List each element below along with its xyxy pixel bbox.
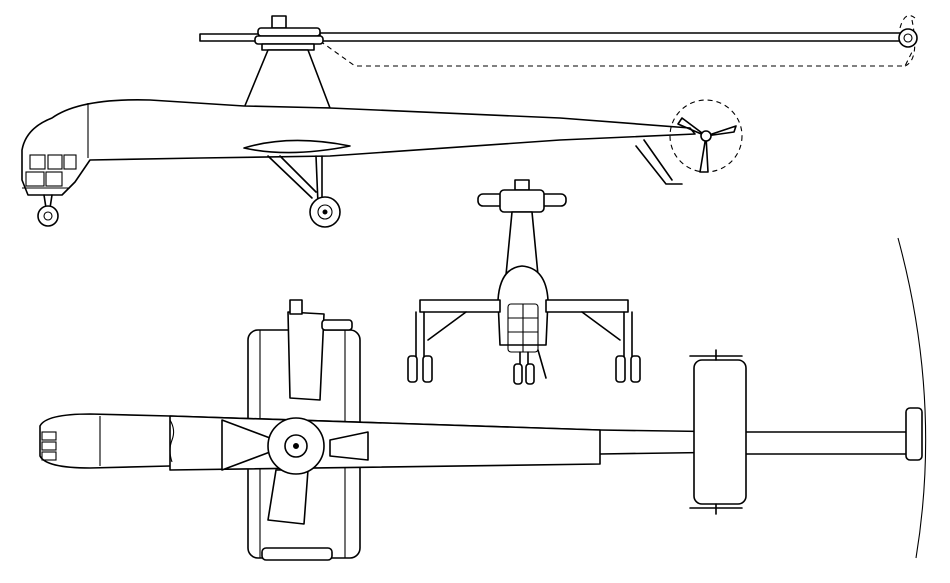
side-fuselage xyxy=(21,99,696,196)
top-rotor-hub xyxy=(267,417,325,475)
top-view xyxy=(39,237,927,561)
top-tailplane xyxy=(693,359,747,505)
top-tail-boom xyxy=(739,431,911,455)
side-main-gear xyxy=(267,155,341,228)
top-tail-rotor xyxy=(689,349,923,515)
side-pod xyxy=(243,139,351,154)
side-cockpit xyxy=(22,154,77,189)
side-tail-skid xyxy=(635,139,683,185)
front-rotor-hub xyxy=(499,179,545,213)
front-view xyxy=(407,179,641,385)
front-wing xyxy=(419,299,629,313)
front-nose-gear xyxy=(513,349,547,385)
side-view xyxy=(21,15,918,228)
side-rotor-pylon xyxy=(243,49,331,109)
side-tail-rotor xyxy=(669,99,743,173)
front-cockpit xyxy=(507,303,539,353)
front-left-gear xyxy=(407,311,467,383)
top-cockpit xyxy=(41,431,57,461)
front-right-gear xyxy=(581,311,641,383)
top-rotor-arc xyxy=(897,237,927,559)
side-rotor-hub xyxy=(254,15,324,51)
side-nose-gear xyxy=(37,194,59,227)
